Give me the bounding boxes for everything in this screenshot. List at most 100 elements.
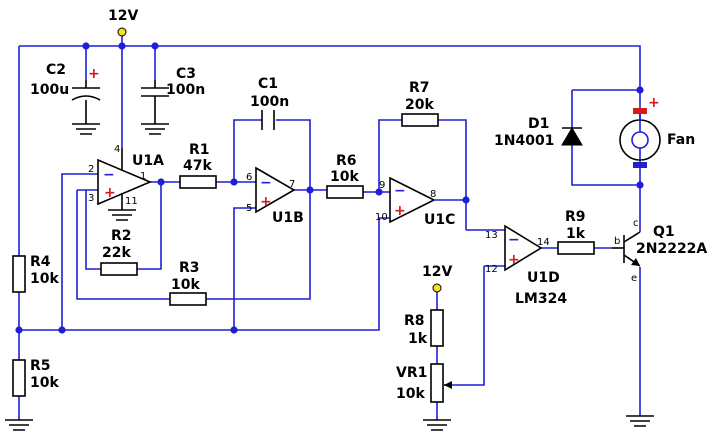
fan-label: Fan: [667, 132, 695, 148]
junction-dot: [230, 178, 238, 186]
capacitor-c1[interactable]: C1 100n: [250, 76, 289, 130]
u1b-plus: +: [260, 194, 272, 210]
u1b-pin-7: 7: [289, 179, 295, 190]
fan-plus-mark: +: [648, 95, 660, 111]
u1c-pin-8: 8: [430, 189, 436, 200]
u1a-minus: −: [103, 167, 115, 183]
c1-value: 100n: [250, 94, 289, 110]
ground-icon: [141, 112, 169, 135]
junction-dot: [15, 326, 23, 334]
junction-dot: [636, 181, 644, 189]
junction-dot: [118, 42, 126, 50]
capacitor-c2[interactable]: + C2 100u: [30, 62, 101, 112]
wire-r7-right: [438, 119, 467, 230]
resistor-r7[interactable]: R7 20k: [401, 80, 439, 127]
supply-label-top: 12V: [108, 8, 138, 24]
u1b-pin-6: 6: [246, 172, 252, 183]
q1-pin-e: e: [631, 273, 637, 284]
resistor-r4[interactable]: R4 10k: [12, 254, 59, 293]
u1a-plus: +: [104, 185, 116, 201]
opamp-u1b[interactable]: − + 6 5 7 U1B: [246, 166, 304, 226]
vr1-value: 10k: [396, 386, 425, 402]
u1a-pin-11: 11: [125, 196, 138, 207]
q1-pin-b: b: [614, 236, 620, 247]
u1d-pin-14: 14: [537, 237, 550, 248]
wire-diode-loop: [571, 90, 640, 186]
r4-ref: R4: [30, 254, 51, 270]
r7-value: 20k: [405, 97, 434, 113]
d1-value: 1N4001: [494, 133, 554, 149]
u1d-pin-13: 13: [485, 230, 498, 241]
ground-icon: [108, 198, 136, 221]
ground-icon: [72, 112, 100, 135]
u1c-pin-9: 9: [379, 180, 385, 191]
wire-r3-left: [76, 190, 170, 300]
r9-ref: R9: [565, 209, 586, 225]
diode-d1[interactable]: D1 1N4001: [494, 116, 583, 149]
r5-ref: R5: [30, 358, 51, 374]
c2-plus-mark: +: [88, 66, 100, 82]
c2-value: 100u: [30, 82, 69, 98]
u1b-ref: U1B: [272, 210, 304, 226]
u1a-pin-3: 3: [88, 193, 94, 204]
q1-pin-c: c: [633, 218, 639, 229]
u1d-ref: U1D: [527, 270, 560, 286]
r1-value: 47k: [183, 158, 212, 174]
u1b-pin-5: 5: [246, 203, 252, 214]
junction-dot: [151, 42, 159, 50]
u1b-minus: −: [260, 175, 272, 191]
resistor-r3[interactable]: R3 10k: [169, 260, 207, 306]
u1c-pin-10: 10: [375, 212, 388, 223]
r4-value: 10k: [30, 271, 59, 287]
capacitor-c3[interactable]: C3 100n: [141, 66, 205, 112]
u1d-minus: −: [508, 232, 520, 248]
resistor-r8[interactable]: R8 1k: [404, 309, 444, 347]
wire-c1-left: [233, 119, 262, 182]
r9-value: 1k: [566, 226, 586, 242]
wire-u1b-noninv: [233, 207, 256, 330]
wire-r3-right: [206, 190, 311, 300]
fan-motor[interactable]: + Fan: [619, 95, 695, 168]
r6-ref: R6: [336, 153, 357, 169]
wire-r2-right: [137, 182, 162, 270]
supply-terminal-icon: [117, 27, 127, 37]
resistor-r6[interactable]: R6 10k: [326, 153, 364, 199]
resistor-r9[interactable]: R9 1k: [557, 209, 595, 255]
u1c-plus: +: [394, 203, 406, 219]
r3-value: 10k: [171, 277, 200, 293]
u1c-ref: U1C: [424, 212, 455, 228]
c1-ref: C1: [258, 76, 278, 92]
resistor-r2[interactable]: R2 22k: [100, 228, 138, 276]
supply-label-vr: 12V: [422, 264, 452, 280]
resistor-r5[interactable]: R5 10k: [12, 358, 59, 397]
ground-icon: [5, 419, 33, 431]
wire-supply-rail: [19, 45, 641, 120]
supply-terminal-icon: [432, 283, 442, 293]
junction-dot: [306, 186, 314, 194]
opamp-u1a[interactable]: − + 2 3 1 4 11 U1A: [88, 144, 164, 207]
vr1-ref: VR1: [396, 365, 427, 381]
opamp-u1d[interactable]: − + 13 12 14 U1D LM324: [485, 224, 567, 307]
wire-r2-left: [85, 190, 101, 270]
c3-value: 100n: [166, 82, 205, 98]
wires: [18, 36, 641, 420]
resistor-r1[interactable]: R1 47k: [179, 142, 217, 189]
c3-ref: C3: [176, 66, 196, 82]
wire-c1-right: [276, 119, 311, 190]
potentiometer-vr1[interactable]: VR1 10k: [396, 363, 452, 403]
r5-value: 10k: [30, 375, 59, 391]
junction-dot: [636, 86, 644, 94]
r3-ref: R3: [179, 260, 200, 276]
r1-ref: R1: [189, 142, 210, 158]
transistor-q1[interactable]: c b e Q1 2N2222A: [612, 218, 707, 284]
ground-symbols: [5, 112, 654, 431]
r2-ref: R2: [111, 228, 132, 244]
u1a-pin-4: 4: [114, 144, 120, 155]
opamp-u1c[interactable]: − + 9 10 8 U1C: [375, 176, 455, 228]
u1d-part: LM324: [515, 291, 567, 307]
u1a-pin-1: 1: [140, 171, 146, 182]
ground-icon: [423, 419, 451, 431]
junction-dot: [157, 178, 165, 186]
wire-vr1-wiper: [452, 266, 485, 386]
